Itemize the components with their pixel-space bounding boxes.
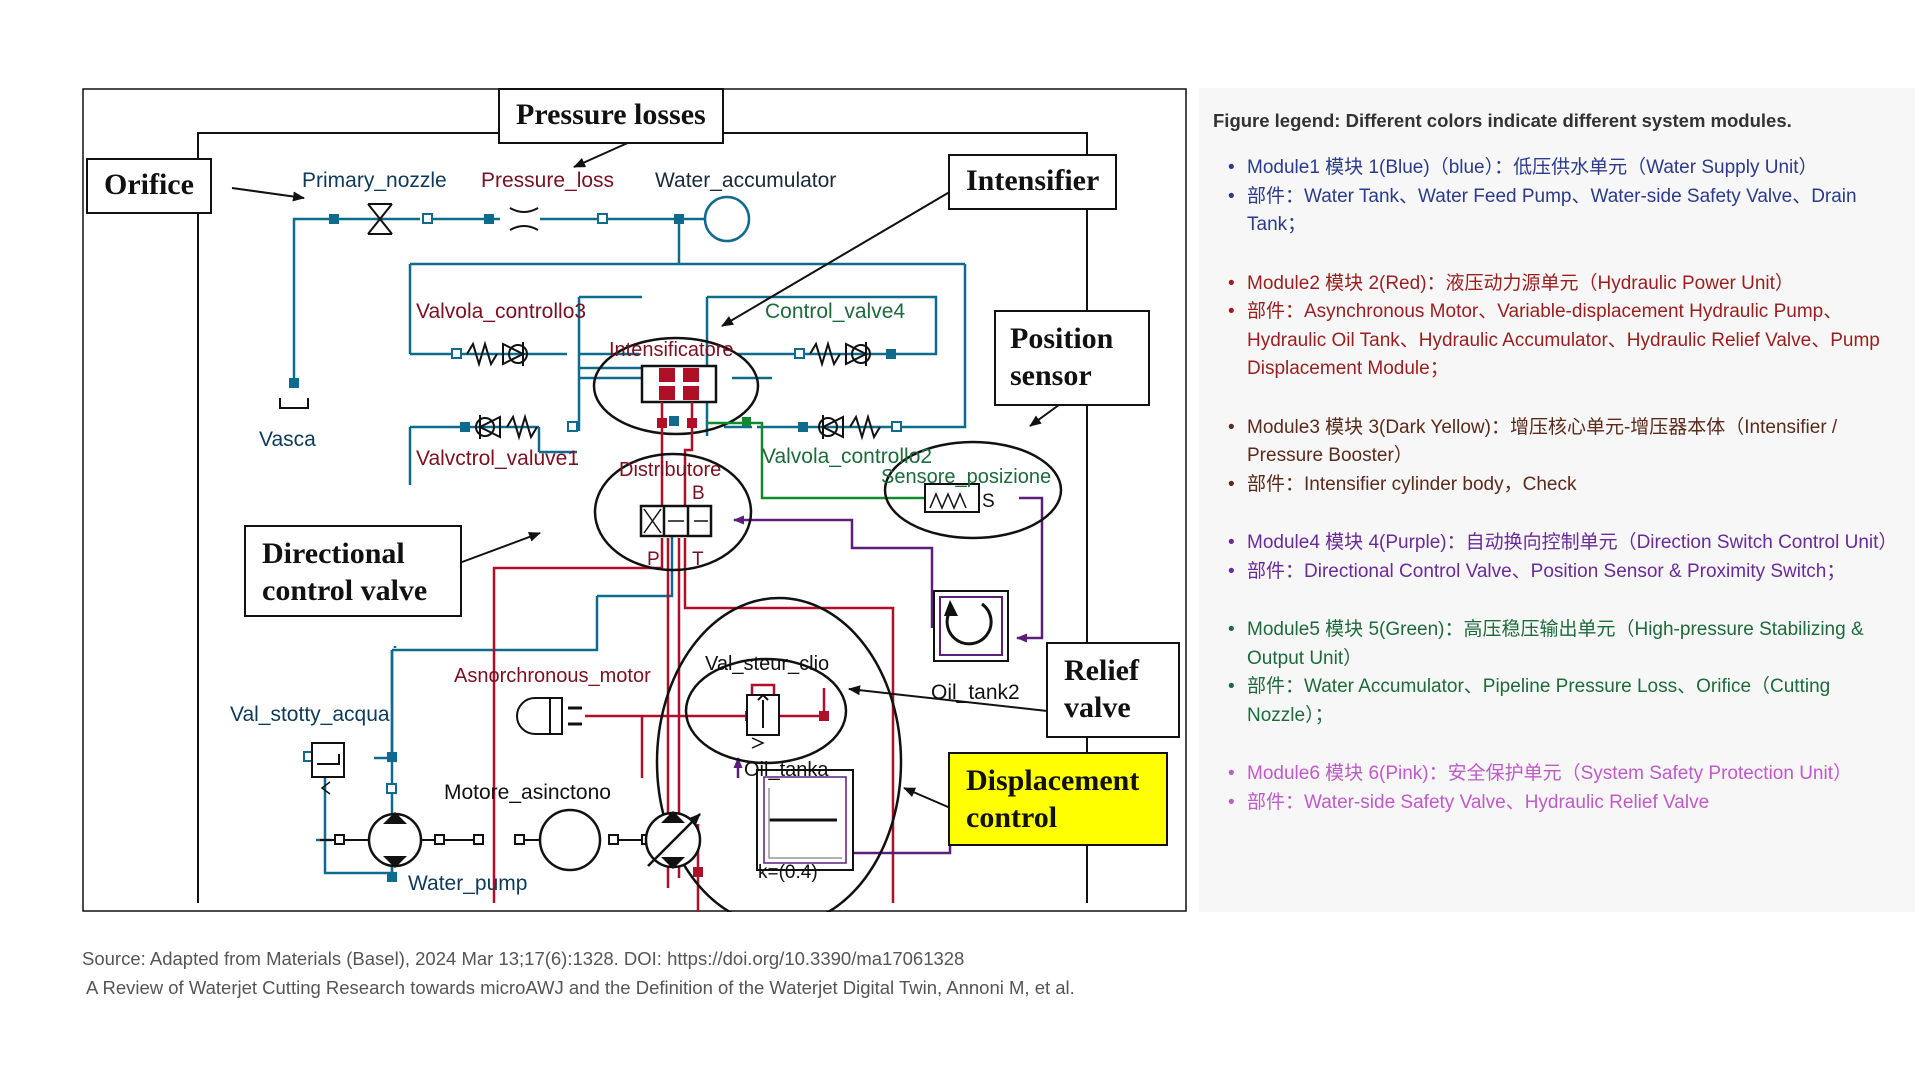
label-port-b: B <box>692 483 705 504</box>
label-valvola-controllo2: Valvola_controllo2 <box>762 445 933 468</box>
label-control-valve4: Control_valve4 <box>765 300 906 323</box>
water-lines <box>292 217 967 875</box>
legend-module-4-heading: Module4 模块 4(Purple)：自动换向控制单元（Direction … <box>1213 529 1901 558</box>
oil-tanka-symbol <box>756 769 854 871</box>
directional-valve-body <box>639 504 713 538</box>
label-sensor-s: S <box>982 491 995 512</box>
label-water-accumulator: Water_accumulator <box>655 169 837 192</box>
label-val-steur-clio: Val_steur_clio <box>705 653 830 675</box>
water-accumulator-symbol <box>703 195 751 243</box>
callout-displacement-control: Displacement control <box>948 752 1168 846</box>
source-line-1: Source: Adapted from Materials (Basel), … <box>82 948 965 969</box>
hydraulic-pump-symbol <box>644 811 702 869</box>
label-distributore: Distributore <box>619 459 722 481</box>
intensifier-ellipse <box>592 336 760 436</box>
label-vasca: Vasca <box>259 428 316 451</box>
pressure-loss-symbol <box>509 207 539 231</box>
relief-valve-symbol <box>746 693 780 749</box>
sensor-signal-junction <box>742 417 751 426</box>
legend-module-6-parts: 部件：Water-side Safety Valve、Hydraulic Rel… <box>1213 789 1901 818</box>
legend-module-3: Module3 模块 3(Dark Yellow)：增压核心单元-增压器本体（I… <box>1213 414 1901 500</box>
legend-module-1-heading: Module1 模块 1(Blue)（blue）：低压供水单元（Water Su… <box>1213 154 1901 183</box>
callout-intensifier: Intensifier <box>948 154 1118 210</box>
water-pump-symbol <box>367 812 423 868</box>
legend-module-5-parts: 部件：Water Accumulator、Pipeline Pressure L… <box>1213 673 1901 730</box>
label-oil-tank2: Oil_tank2 <box>931 681 1020 704</box>
val-stotty-acqua-symbol <box>311 742 345 795</box>
legend-panel: Figure legend: Different colors indicate… <box>1199 88 1915 912</box>
intensifier-body <box>640 364 718 404</box>
legend-title: Figure legend: Different colors indicate… <box>1213 110 1792 131</box>
callout-position-sensor: Position sensor <box>994 310 1150 406</box>
legend-module-5: Module5 模块 5(Green)：高压稳压输出单元（High-pressu… <box>1213 616 1901 730</box>
label-primary-nozzle: Primary_nozzle <box>302 169 447 192</box>
label-val-stotty-acqua: Val_stotty_acqua <box>230 703 390 726</box>
asynchronous-motor-symbol <box>515 697 582 735</box>
diagram-panel: Pressure losses Orifice Intensifier Posi… <box>82 88 1187 912</box>
vasca-tank-symbol <box>279 398 309 409</box>
callout-relief-valve: Relief valve <box>1046 642 1180 738</box>
relief-displacement-ellipse <box>655 596 903 912</box>
source-caption: Source: Adapted from Materials (Basel), … <box>82 944 1075 1002</box>
label-k-value: k=(0.4) <box>758 862 818 883</box>
label-valvctrol-valuve1: Valvctrol_valuve1 <box>416 447 580 470</box>
primary-nozzle-symbol <box>367 203 393 235</box>
label-water-pump: Water_pump <box>408 872 528 895</box>
legend-module-3-heading: Module3 模块 3(Dark Yellow)：增压核心单元-增压器本体（I… <box>1213 414 1901 471</box>
label-port-t: T <box>692 549 704 570</box>
callout-pressure-losses: Pressure losses <box>498 88 724 144</box>
legend-module-1: Module1 模块 1(Blue)（blue）：低压供水单元（Water Su… <box>1213 154 1901 240</box>
hydraulic-circuit-diagram <box>82 88 1187 912</box>
label-sensore-posizione: Sensore_posizione <box>881 466 1052 488</box>
water-open-ports <box>303 213 902 794</box>
position-sensor-symbol <box>924 483 980 513</box>
label-asnorchronous-motor: Asnorchronous_motor <box>454 665 651 687</box>
label-intensificatore: Intensificatore <box>609 339 734 361</box>
callout-orifice: Orifice <box>86 158 212 214</box>
legend-module-6-heading: Module6 模块 6(Pink)：安全保护单元（System Safety … <box>1213 760 1901 789</box>
label-oil-tanka: Oil_tanka <box>744 759 829 781</box>
callout-directional-control-valve: Directional control valve <box>244 525 462 617</box>
label-motore-asinctono: Motore_asinctono <box>444 781 611 804</box>
check-valves <box>466 340 881 441</box>
relief-valve-ellipse <box>684 657 848 765</box>
directional-valve-ellipse <box>593 452 753 572</box>
legend-module-4: Module4 模块 4(Purple)：自动换向控制单元（Direction … <box>1213 529 1901 586</box>
motore-asinctono-symbol <box>538 808 602 872</box>
label-port-p: P <box>647 549 660 570</box>
legend-module-6: Module6 模块 6(Pink)：安全保护单元（System Safety … <box>1213 760 1901 817</box>
legend-module-5-heading: Module5 模块 5(Green)：高压稳压输出单元（High-pressu… <box>1213 616 1901 673</box>
legend-module-4-parts: 部件：Directional Control Valve、Position Se… <box>1213 558 1901 587</box>
legend-module-2-heading: Module2 模块 2(Red)：液压动力源单元（Hydraulic Powe… <box>1213 270 1901 299</box>
oil-tank2-symbol <box>933 590 1009 662</box>
source-line-2: A Review of Waterjet Cutting Research to… <box>86 977 1075 998</box>
position-sensor-ellipse <box>883 440 1063 540</box>
sensor-signal-line <box>707 421 924 500</box>
label-valvola-controllo3: Valvola_controllo3 <box>416 300 587 323</box>
legend-module-1-parts: 部件：Water Tank、Water Feed Pump、Water-side… <box>1213 183 1901 240</box>
legend-module-2: Module2 模块 2(Red)：液压动力源单元（Hydraulic Powe… <box>1213 270 1901 384</box>
legend-module-3-parts: 部件：Intensifier cylinder body，Check <box>1213 471 1901 500</box>
label-pressure-loss: Pressure_loss <box>481 169 615 192</box>
legend-module-2-parts: 部件：Asynchronous Motor、Variable-displacem… <box>1213 298 1901 384</box>
